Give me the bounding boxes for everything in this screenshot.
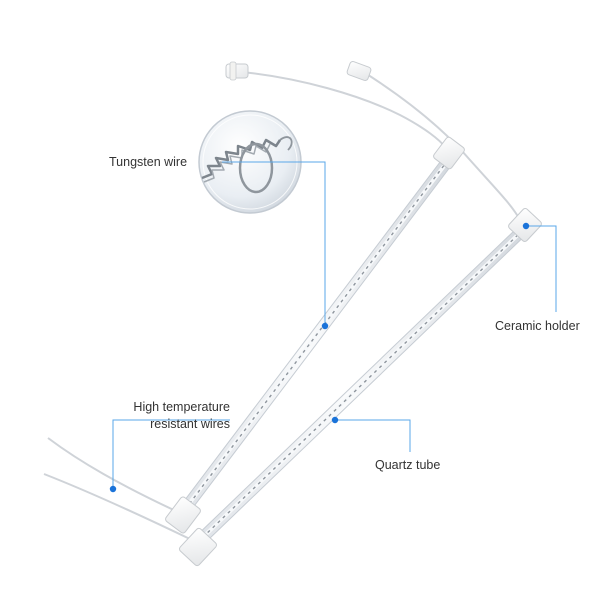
ceramic-holder-left-top: [433, 136, 465, 170]
bottom-lead-wire-2: [43, 473, 193, 541]
label-high-temp-line1: High temperature: [133, 400, 230, 414]
top-terminal-right: [346, 61, 372, 81]
label-quartz-tube: Quartz tube: [375, 458, 441, 472]
leader-tungsten: [222, 161, 326, 326]
label-ceramic-holder: Ceramic holder: [495, 319, 580, 333]
label-high-temp-line2: resistant wires: [150, 417, 230, 431]
ceramic-holder-right-bottom: [179, 527, 217, 567]
label-tungsten-wire: Tungsten wire: [109, 155, 188, 169]
ceramic-holder-left-bottom: [165, 496, 201, 534]
label-high-temperature-wires: High temperature resistant wires: [96, 399, 230, 433]
bottom-lead-wire-1: [47, 437, 179, 513]
quartz-tube-left: [182, 152, 456, 511]
top-lead-wire-right: [361, 70, 521, 221]
blue-dot-icon: [321, 322, 329, 330]
leader-high-temp: [112, 419, 230, 489]
quartz-tube-right: [194, 222, 531, 546]
top-terminal-left: [225, 61, 249, 81]
leader-ceramic: [526, 225, 557, 312]
blue-dot-icon: [331, 416, 339, 424]
blue-dot-icon: [109, 485, 117, 493]
blue-dot-icon: [522, 222, 530, 230]
leader-quartz: [335, 419, 411, 452]
top-lead-wire-left: [241, 71, 447, 149]
